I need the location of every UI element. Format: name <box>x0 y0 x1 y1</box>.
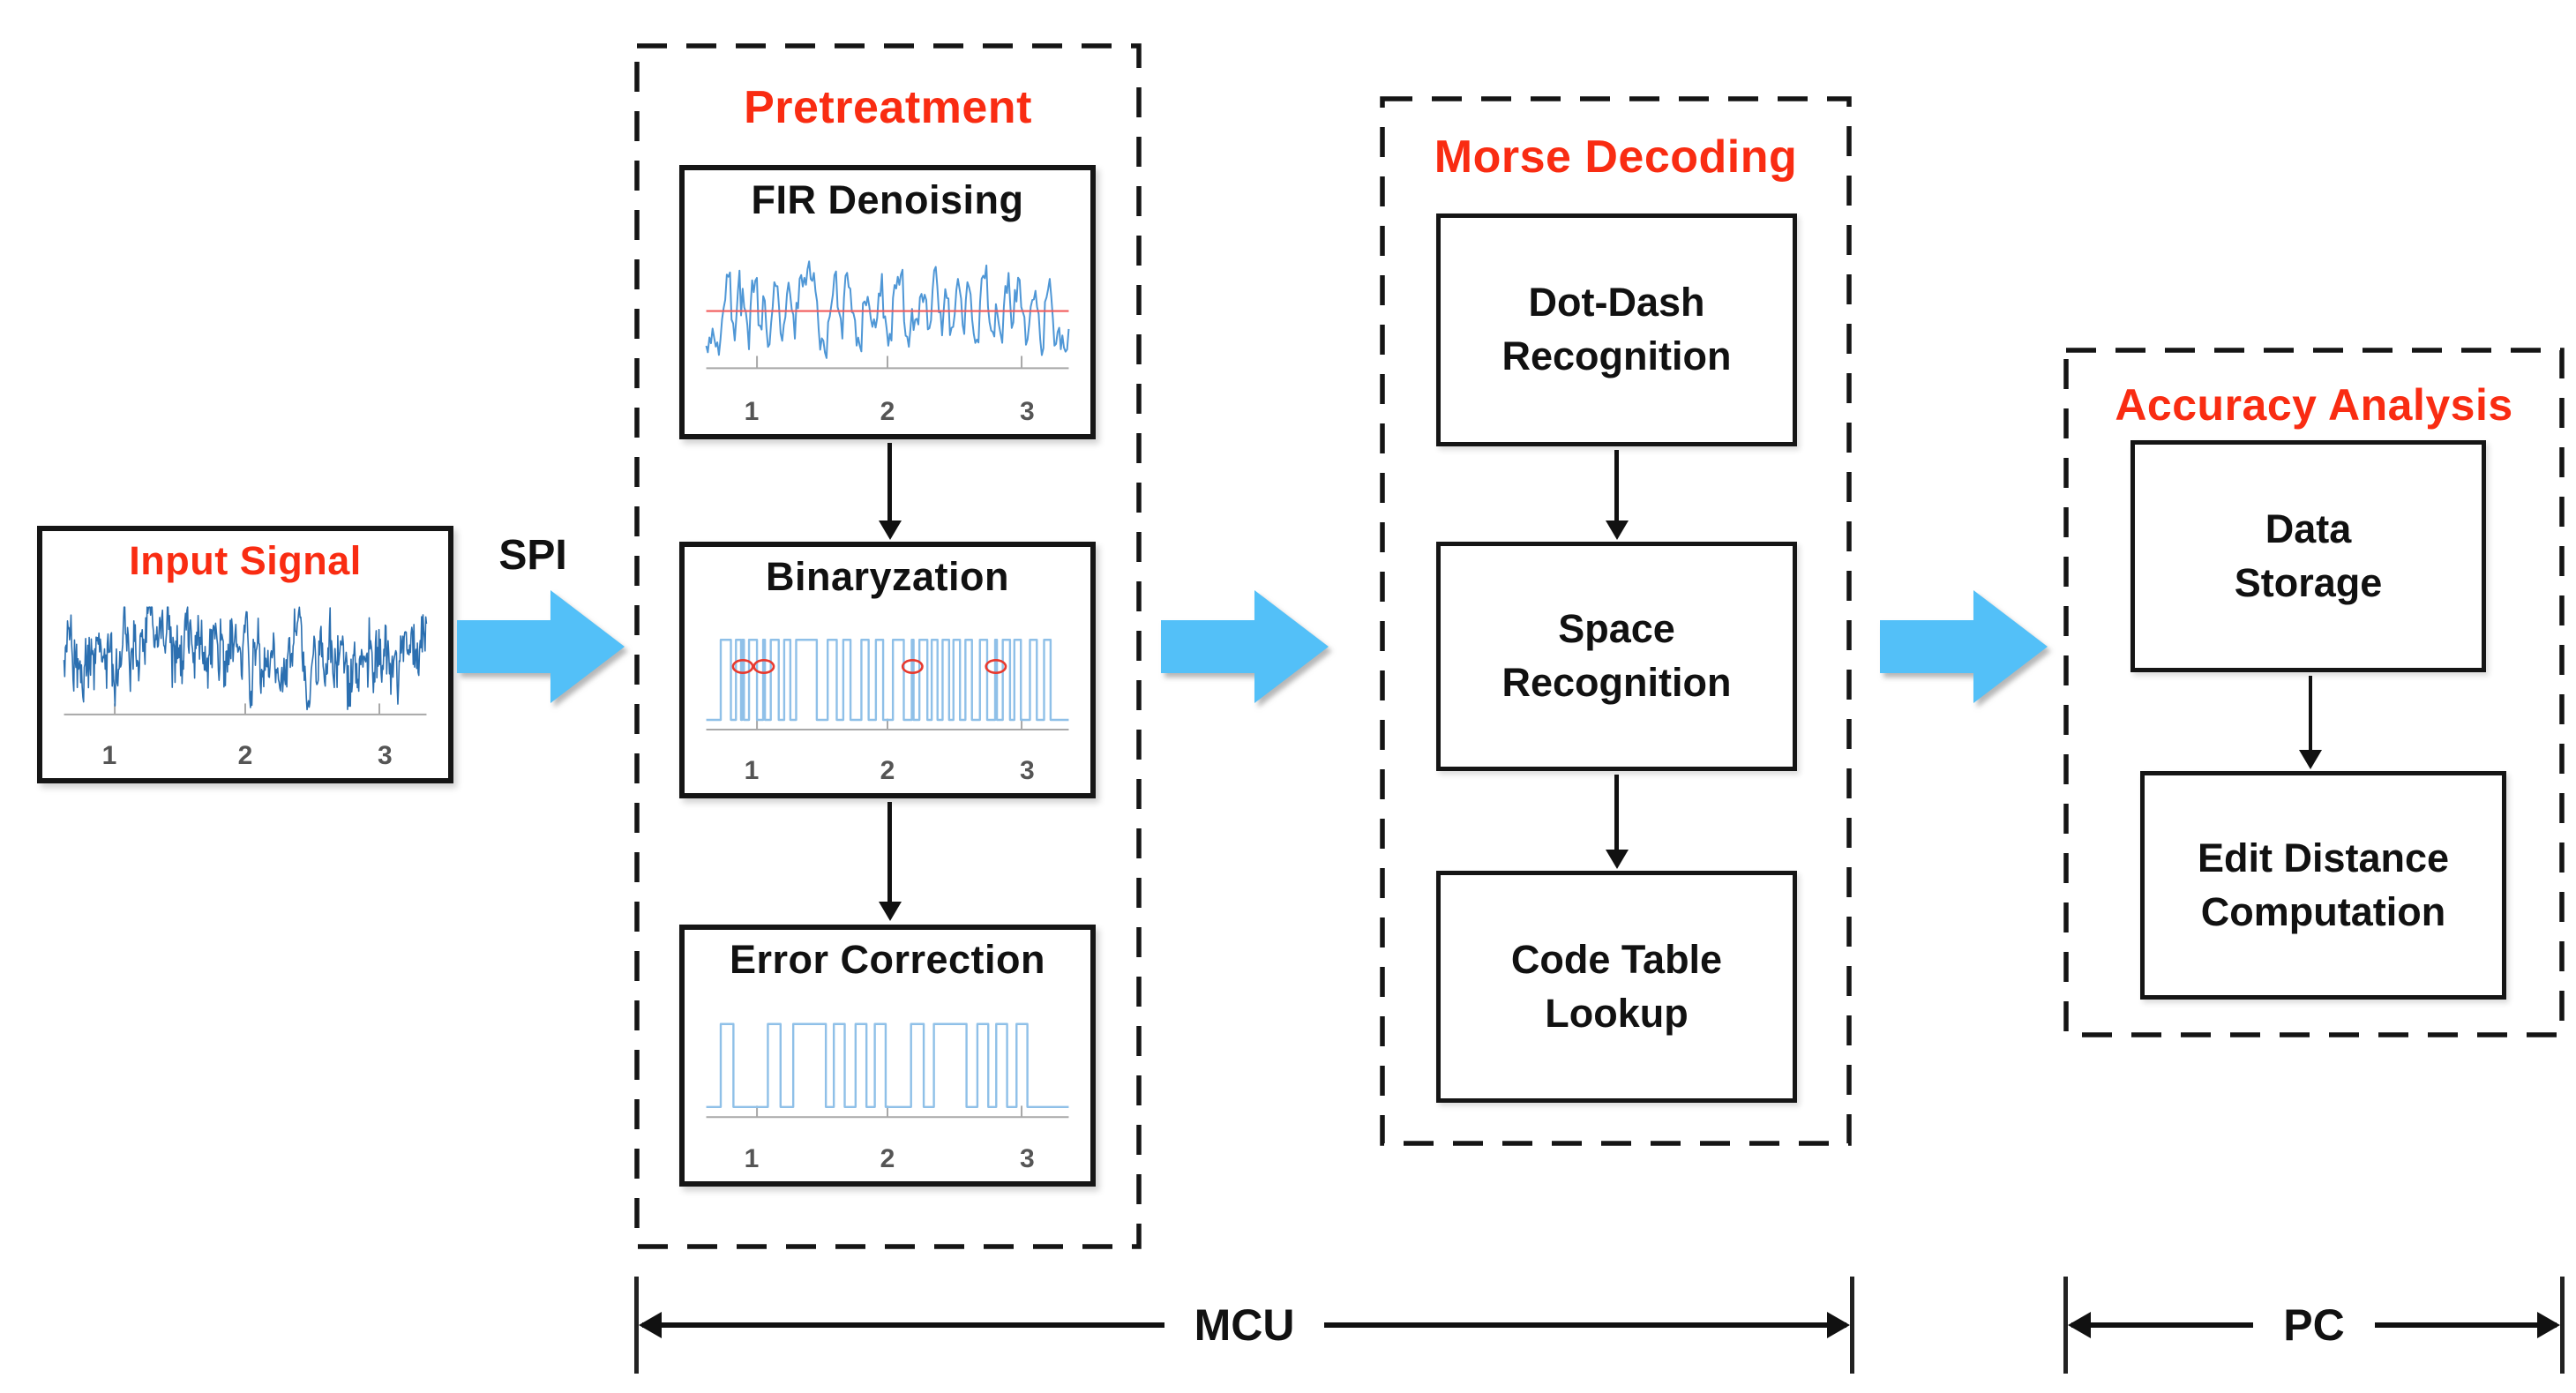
pretreatment-section-box <box>634 43 1142 1249</box>
data-storage-label: Data Storage <box>2234 506 2383 605</box>
mcu-left-arrow <box>639 1312 1164 1338</box>
bracket-bar <box>1850 1277 1854 1374</box>
code-table-lookup-label: Code Table Lookup <box>1510 936 1723 1036</box>
tick-label: 2 <box>880 397 895 426</box>
flow-arrow-morse-to-accuracy <box>1880 590 2048 703</box>
tick-label: 3 <box>1020 756 1035 785</box>
binaryzation-panel: Binaryzation 1 2 3 <box>679 542 1096 798</box>
pc-left-arrow <box>2067 1312 2254 1338</box>
fir-denoising-waveform <box>699 227 1076 390</box>
bracket-bar <box>2560 1277 2565 1374</box>
input-signal-panel: Input Signal 1 2 3 <box>37 526 453 783</box>
input-signal-waveform <box>56 588 434 734</box>
fir-denoising-title: FIR Denoising <box>751 177 1024 222</box>
flow-arrow-pretreatment-to-morse <box>1161 590 1329 703</box>
accuracy-analysis-section-box <box>2063 348 2565 1037</box>
input-signal-title: Input Signal <box>129 538 362 583</box>
arrow-binaryzation-to-error <box>879 802 902 921</box>
tick-label: 3 <box>1020 1144 1035 1173</box>
tick-label: 2 <box>880 756 895 785</box>
data-storage-box: Data Storage <box>2130 440 2486 672</box>
pc-label: PC <box>2283 1300 2345 1350</box>
edit-distance-computation-box: Edit Distance Computation <box>2140 771 2506 1000</box>
arrow-dotdash-to-space <box>1606 450 1629 540</box>
dot-dash-recognition-box: Dot-Dash Recognition <box>1436 213 1797 446</box>
error-correction-plot <box>699 986 1076 1137</box>
binaryzation-waveform <box>699 603 1076 749</box>
tick-label: 3 <box>1020 397 1035 426</box>
tick-label: 1 <box>744 397 760 426</box>
tick-label: 3 <box>378 741 393 770</box>
arrow-storage-to-editdistance <box>2299 676 2322 769</box>
pretreatment-title: Pretreatment <box>744 82 1032 133</box>
arrow-space-to-codetable <box>1606 775 1629 869</box>
binaryzation-title: Binaryzation <box>765 554 1010 599</box>
tick-label: 2 <box>237 741 253 770</box>
binaryzation-plot <box>699 603 1076 749</box>
tick-label: 1 <box>744 1144 760 1173</box>
mcu-label: MCU <box>1194 1300 1295 1350</box>
fir-denoising-plot <box>699 227 1076 390</box>
morse-decoding-title: Morse Decoding <box>1434 131 1798 183</box>
tick-label: 1 <box>744 756 760 785</box>
spi-label: SPI <box>498 532 567 579</box>
space-recognition-box: Space Recognition <box>1436 542 1797 771</box>
pc-span-bracket: PC <box>2063 1277 2565 1374</box>
error-correction-title: Error Correction <box>729 937 1046 982</box>
space-recognition-label: Space Recognition <box>1501 606 1732 705</box>
code-table-lookup-box: Code Table Lookup <box>1436 871 1797 1103</box>
error-correction-waveform <box>699 986 1076 1137</box>
mcu-span-bracket: MCU <box>634 1277 1854 1374</box>
bracket-bar <box>2063 1277 2068 1374</box>
pc-right-arrow <box>2374 1312 2561 1338</box>
error-axis-labels: 1 2 3 <box>699 1144 1076 1178</box>
edit-distance-computation-label: Edit Distance Computation <box>2197 835 2450 934</box>
dot-dash-recognition-label: Dot-Dash Recognition <box>1501 280 1732 378</box>
fir-axis-labels: 1 2 3 <box>699 397 1076 431</box>
morse-decoding-section-box <box>1380 96 1852 1146</box>
tick-label: 1 <box>101 741 117 770</box>
mcu-right-arrow <box>1324 1312 1850 1338</box>
accuracy-analysis-title: Accuracy Analysis <box>2115 380 2513 430</box>
fir-denoising-panel: FIR Denoising 1 2 3 <box>679 165 1096 439</box>
bracket-bar <box>634 1277 639 1374</box>
input-axis-labels: 1 2 3 <box>56 741 434 775</box>
tick-label: 2 <box>880 1144 895 1173</box>
arrow-fir-to-binaryzation <box>879 443 902 540</box>
binaryzation-axis-labels: 1 2 3 <box>699 756 1076 790</box>
flow-arrow-spi <box>457 590 625 703</box>
error-correction-panel: Error Correction 1 2 3 <box>679 925 1096 1187</box>
input-signal-plot <box>56 588 434 734</box>
